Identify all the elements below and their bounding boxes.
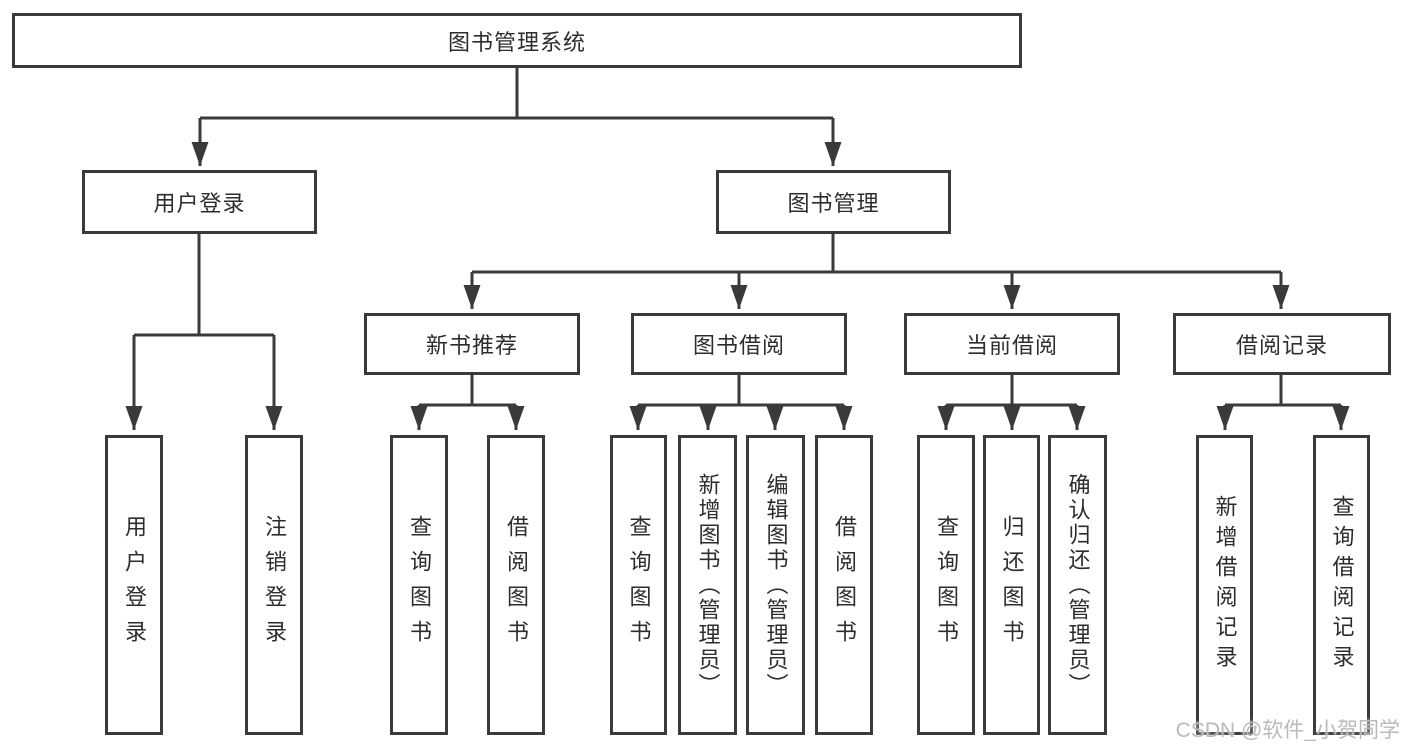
- leaf-logout: 注销登录: [245, 435, 303, 735]
- leaf-label: 确认归还（管理员）: [1065, 472, 1091, 698]
- node-borrowing-records: 借阅记录: [1173, 313, 1391, 375]
- leaf-label: 查询图书: [934, 515, 959, 655]
- leaf-add-books-admin: 新增图书（管理员）: [678, 435, 737, 735]
- node-new-book-recommendation: 新书推荐: [364, 313, 580, 375]
- node-label: 图书管理: [787, 191, 880, 216]
- leaf-confirm-return-admin: 确认归还（管理员）: [1048, 435, 1107, 735]
- leaf-edit-books-admin: 编辑图书（管理员）: [746, 435, 805, 735]
- leaf-query-books-recommend: 查询图书: [390, 435, 448, 735]
- csdn-watermark: CSDN @软件_小贺同学: [1175, 719, 1400, 742]
- leaf-label: 编辑图书（管理员）: [763, 472, 789, 698]
- leaf-label: 新增图书（管理员）: [695, 472, 721, 698]
- leaf-query-borrow-record: 查询借阅记录: [1313, 435, 1370, 735]
- node-book-borrowing: 图书借阅: [631, 313, 847, 375]
- node-label: 借阅记录: [1235, 333, 1328, 358]
- node-library-management-system: 图书管理系统: [12, 13, 1022, 68]
- leaf-user-login: 用户登录: [105, 435, 163, 735]
- leaf-query-books-current: 查询图书: [917, 435, 975, 735]
- node-current-borrowing: 当前借阅: [904, 313, 1120, 375]
- leaf-label: 查询图书: [407, 515, 432, 655]
- node-label: 图书借阅: [692, 333, 785, 358]
- leaf-label: 借阅图书: [504, 515, 529, 655]
- leaf-label: 借阅图书: [832, 515, 857, 655]
- leaf-borrow-books-borrowing: 借阅图书: [815, 435, 873, 735]
- leaf-label: 注销登录: [262, 515, 287, 655]
- node-user-login: 用户登录: [82, 170, 317, 234]
- leaf-label: 查询图书: [626, 515, 652, 655]
- node-book-management: 图书管理: [716, 170, 951, 234]
- node-label: 用户登录: [153, 191, 246, 216]
- node-label: 图书管理系统: [447, 29, 586, 55]
- leaf-label: 新增借阅记录: [1212, 495, 1238, 675]
- leaf-label: 用户登录: [122, 515, 147, 655]
- leaf-label: 查询借阅记录: [1329, 495, 1355, 675]
- node-label: 当前借阅: [965, 333, 1058, 358]
- leaf-label: 归还图书: [999, 515, 1025, 655]
- leaf-add-borrow-record: 新增借阅记录: [1196, 435, 1253, 735]
- leaf-query-books-borrowing: 查询图书: [610, 435, 667, 735]
- leaf-return-books: 归还图书: [983, 435, 1040, 735]
- leaf-borrow-books-recommend: 借阅图书: [487, 435, 545, 735]
- node-label: 新书推荐: [425, 333, 518, 358]
